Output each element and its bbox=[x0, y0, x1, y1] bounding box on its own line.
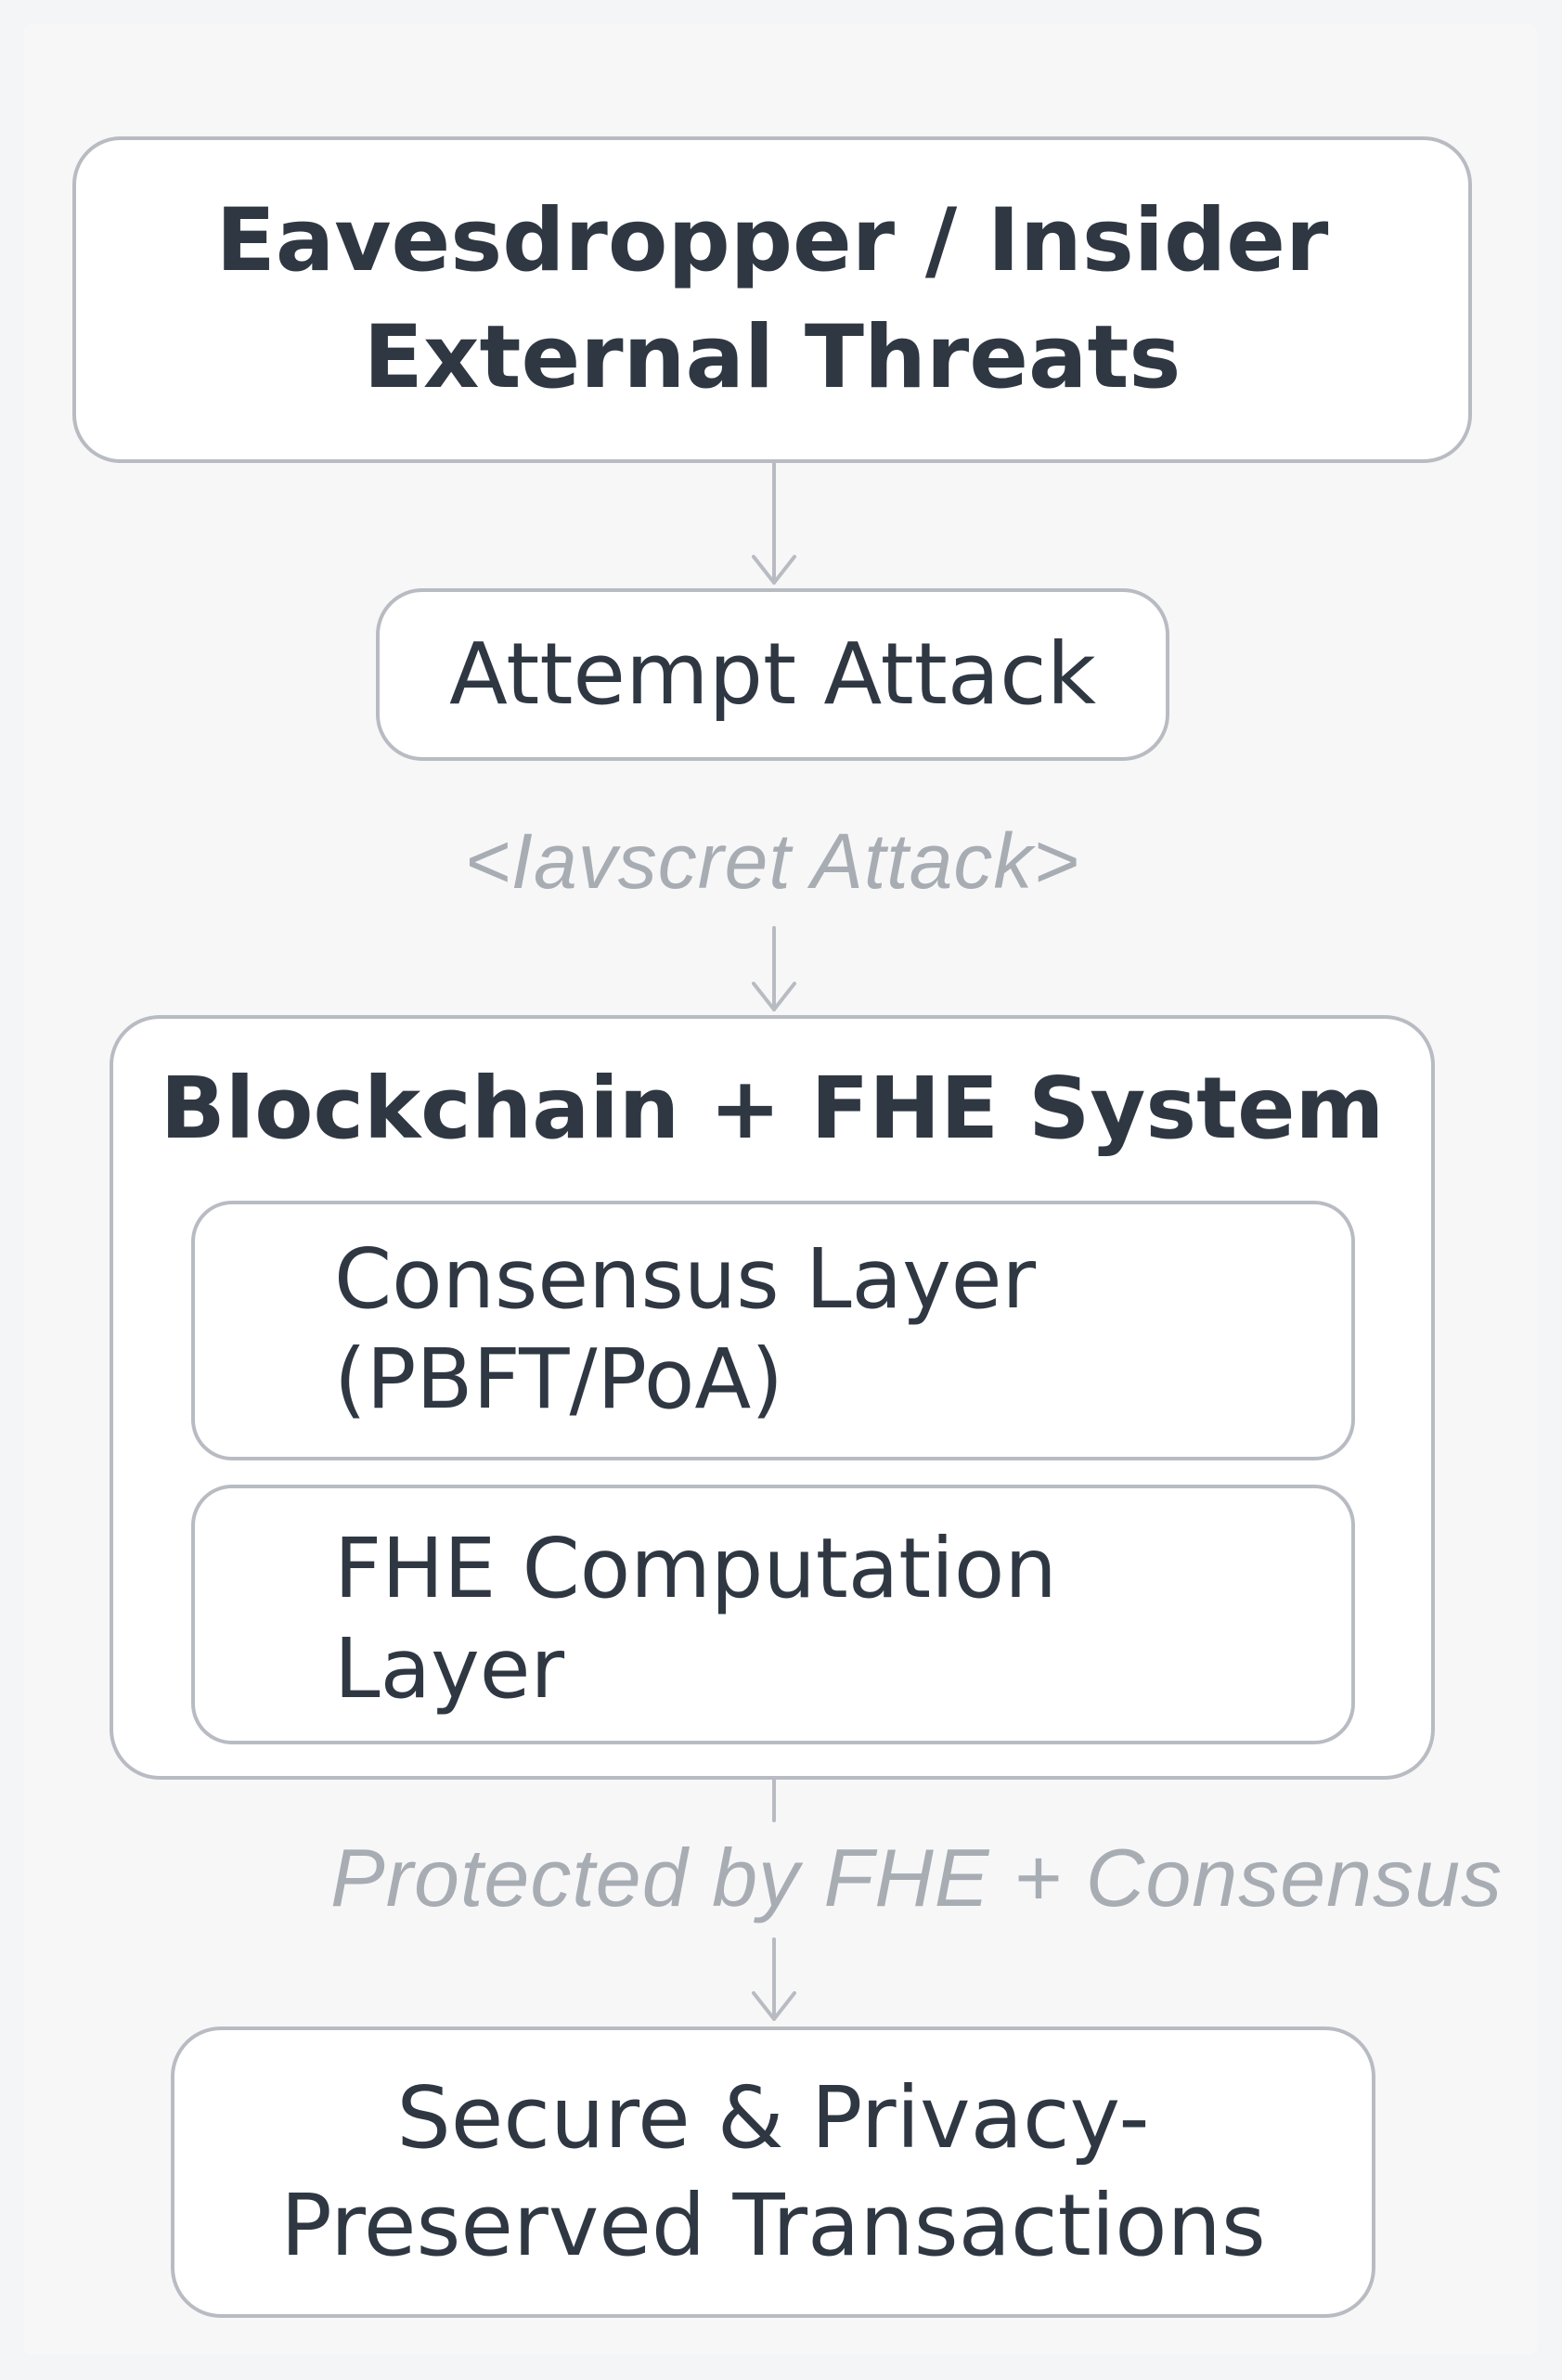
system-title: Blockchain + FHE System bbox=[160, 1059, 1385, 1158]
fhe-line-2: Layer bbox=[334, 1620, 565, 1717]
consensus-line-2: (PBFT/PoA) bbox=[334, 1331, 783, 1427]
consensus-layer-box: Consensus Layer (PBFT/PoA) bbox=[191, 1201, 1355, 1460]
consensus-line-1: Consensus Layer bbox=[334, 1230, 1037, 1327]
system-box: Blockchain + FHE System Consensus Layer … bbox=[110, 1015, 1435, 1780]
protected-note: Protected by FHE + Consensus bbox=[330, 1832, 1504, 1923]
threats-line-2: External Threats bbox=[363, 307, 1181, 408]
result-line-1: Secure & Privacy- bbox=[396, 2068, 1150, 2168]
fhe-computation-layer-box: FHE Computation Layer bbox=[191, 1485, 1355, 1744]
result-line-2: Preserved Transactions bbox=[280, 2176, 1266, 2275]
attempt-attack-box: Attempt Attack bbox=[376, 588, 1169, 761]
result-box: Secure & Privacy- Preserved Transactions bbox=[171, 2026, 1375, 2318]
fhe-line-1: FHE Computation bbox=[334, 1520, 1057, 1616]
threats-line-1: Eavesdropper / Insider bbox=[215, 190, 1329, 291]
threats-box: Eavesdropper / Insider External Threats bbox=[72, 136, 1472, 463]
fhe-layer-text: FHE Computation Layer bbox=[334, 1522, 1057, 1715]
consensus-layer-text: Consensus Layer (PBFT/PoA) bbox=[334, 1232, 1036, 1425]
attempt-attack-label: Attempt Attack bbox=[448, 624, 1097, 724]
secret-attack-note: <Iavscret Attack> bbox=[464, 817, 1080, 905]
